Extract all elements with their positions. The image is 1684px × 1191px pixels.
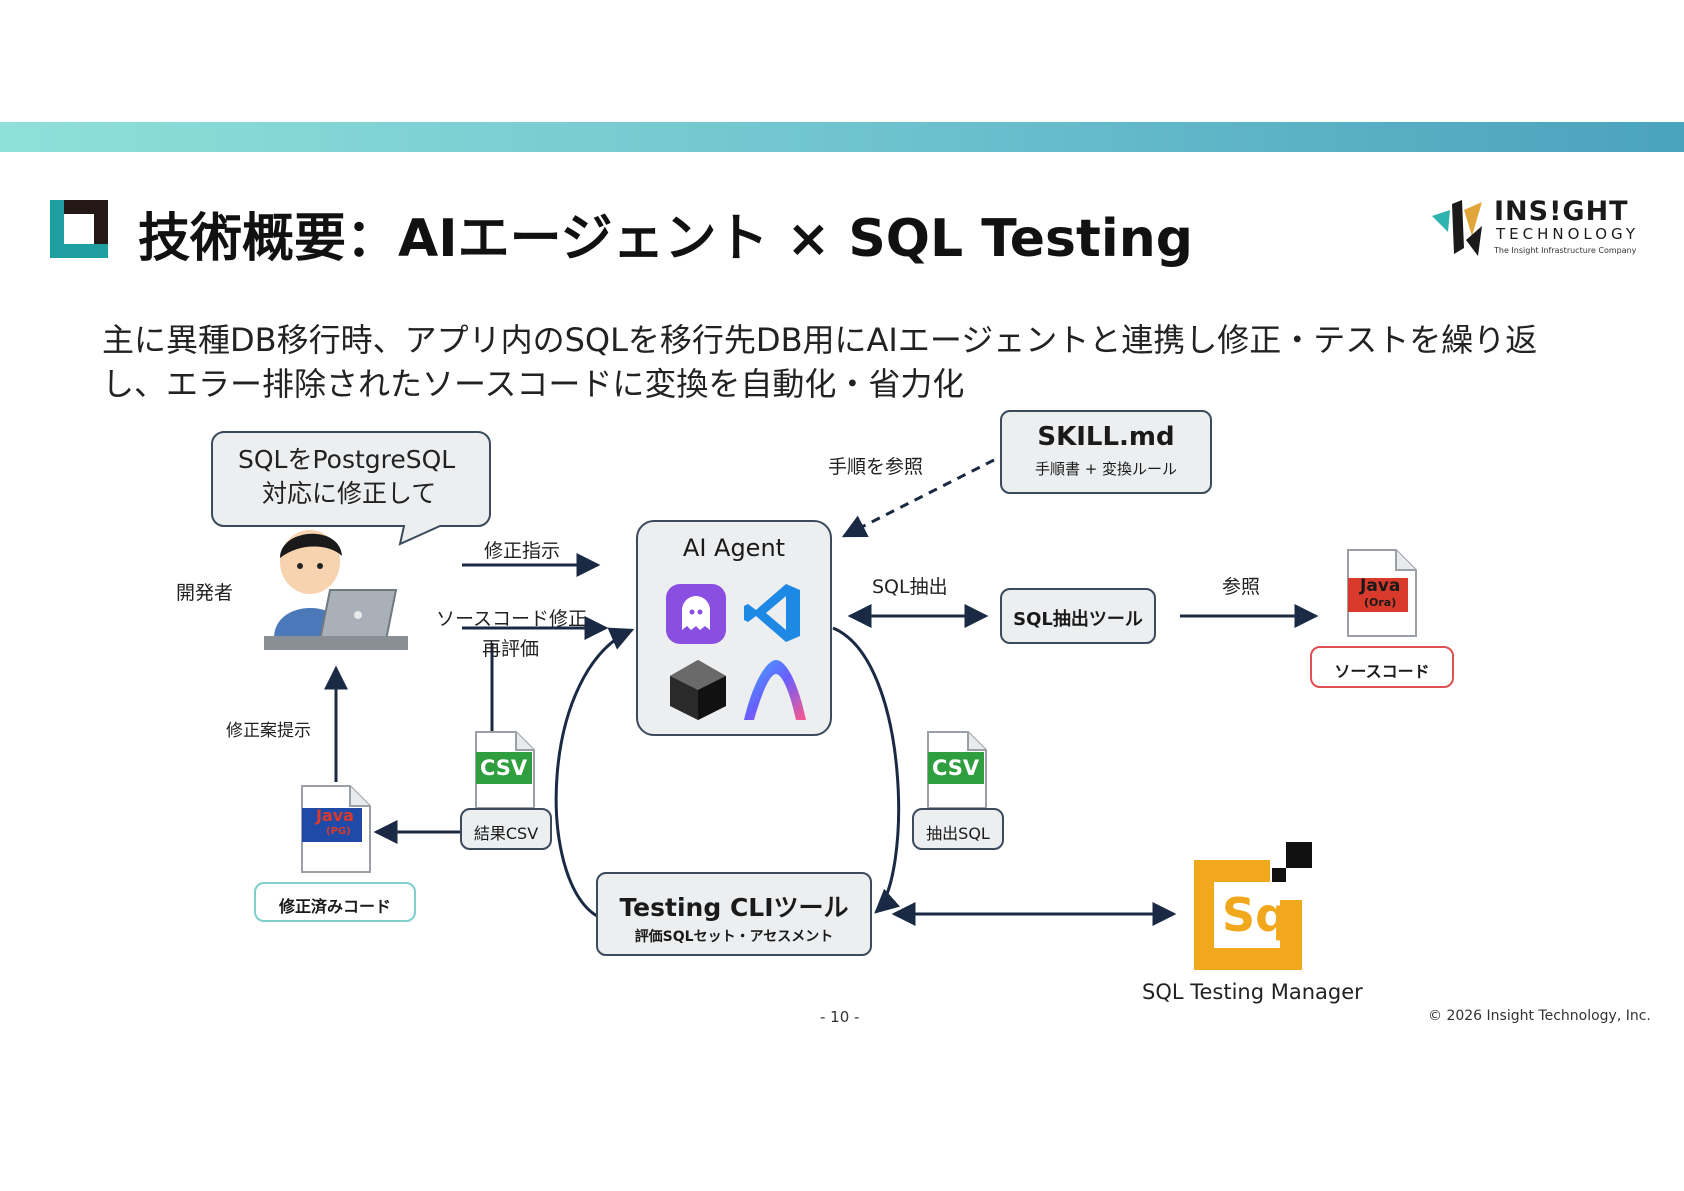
csv-extract-caption-box: 抽出SQL	[912, 808, 1004, 850]
fix-instruction-label: 修正指示	[484, 540, 561, 562]
java-ora-line2: (Ora)	[1364, 596, 1397, 609]
reference-label: 参照	[1222, 576, 1261, 598]
java-pg-line2: (PG)	[326, 826, 351, 837]
proposal-label: 修正案提示	[226, 721, 311, 741]
sql-extract-tool-box: SQL抽出ツール	[1000, 588, 1156, 644]
fixed-code-caption: 修正済みコード	[278, 897, 391, 916]
csv-result-badge: CSV	[480, 756, 528, 780]
csv-result-file-icon	[475, 731, 535, 809]
developer-illustration-icon	[264, 530, 408, 650]
source-code-caption: ソースコード	[1334, 662, 1430, 681]
csv-extract-caption: 抽出SQL	[926, 824, 990, 843]
see-procedure-label: 手順を参照	[828, 456, 924, 478]
ai-agent-box: AI Agent	[636, 520, 832, 736]
java-pg-line1: Java	[316, 806, 354, 825]
re-evaluate-label: 再評価	[482, 638, 540, 660]
skill-md-subtitle: 手順書 + 変換ルール	[1034, 460, 1178, 478]
stm-label: SQL Testing Manager	[1142, 980, 1363, 1004]
stm-logo-text: Sq	[1222, 888, 1289, 942]
csv-extract-file-icon	[927, 731, 987, 809]
page-title: 技術概要：AIエージェント × SQL Testing	[138, 209, 1193, 269]
speech-bubble-shape	[211, 431, 491, 546]
page-number: - 10 -	[820, 1008, 860, 1026]
fixed-code-caption-box: 修正済みコード	[254, 882, 416, 922]
sql-extract-label: SQL抽出	[872, 576, 948, 598]
logo-tagline: The Insight Infrastructure Company	[1494, 246, 1637, 255]
arch-icon	[744, 660, 806, 720]
java-ora-line1: Java	[1360, 576, 1401, 596]
ai-agent-title: AI Agent	[682, 534, 786, 562]
developer-label: 開発者	[176, 582, 234, 604]
vscode-icon	[744, 584, 800, 642]
csv-result-caption: 結果CSV	[473, 824, 539, 843]
testing-cli-subtitle: 評価SQLセット・アセスメント	[634, 929, 834, 945]
speech-bubble-line1: SQLをPostgreSQL	[238, 445, 456, 474]
copyright: © 2026 Insight Technology, Inc.	[1428, 1008, 1651, 1024]
cube-icon	[670, 660, 726, 720]
source-fix-label: ソースコード修正	[436, 608, 588, 630]
source-code-caption-box: ソースコード	[1310, 646, 1454, 688]
testing-cli-box: Testing CLIツール 評価SQLセット・アセスメント	[596, 872, 872, 956]
csv-result-caption-box: 結果CSV	[460, 808, 552, 850]
sql-extract-tool-label: SQL抽出ツール	[1013, 609, 1143, 630]
skill-md-title: SKILL.md	[1037, 422, 1175, 452]
sql-testing-manager-logo-icon	[1194, 842, 1312, 970]
insight-logo-mark-icon	[1432, 200, 1482, 256]
java-ora-file-icon	[1347, 549, 1417, 637]
csv-extract-badge: CSV	[932, 756, 980, 780]
java-pg-file-icon	[301, 785, 371, 873]
ghost-app-icon	[666, 584, 726, 644]
logo-brand-text: INS!GHT	[1494, 196, 1629, 227]
testing-cli-title: Testing CLIツール	[619, 893, 849, 922]
title-square-icon	[50, 200, 108, 258]
speech-bubble-line2: 対応に修正して	[262, 479, 437, 508]
header-gradient-band	[0, 122, 1684, 152]
skill-md-box: SKILL.md 手順書 + 変換ルール	[1000, 410, 1212, 494]
company-logo: INS!GHT TECHNOLOGY The Insight Infrastru…	[1428, 196, 1638, 262]
logo-sub-text: TECHNOLOGY	[1496, 225, 1640, 243]
description-text: 主に異種DB移行時、アプリ内のSQLを移行先DB用にAIエージェントと連携し修正…	[102, 321, 1538, 403]
